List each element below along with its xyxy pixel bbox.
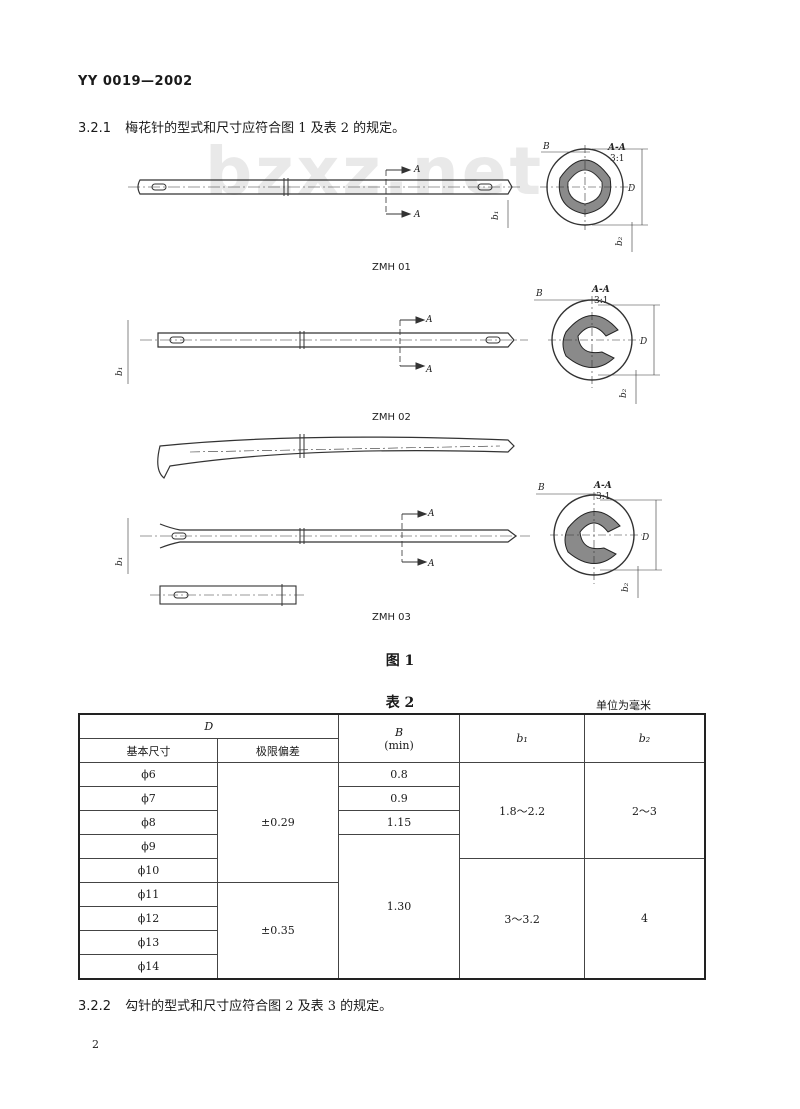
table-cell-b: 1.15 (337, 810, 461, 835)
clause-text: 勾针的型式和尺寸应符合图 2 及表 3 的规定。 (125, 999, 393, 1014)
header-b-min: (min) (384, 738, 414, 752)
section-marker-a: A (413, 165, 421, 175)
table-cell-b2: 4 (583, 858, 706, 980)
header-basic-size: 基本尺寸 (78, 738, 219, 763)
dim-b1-label: b₁ (115, 367, 125, 376)
table-cell-basic: ϕ12 (78, 906, 219, 931)
dim-d-label: D (639, 337, 647, 347)
zmh02-needle: A A b₁ (115, 315, 528, 384)
zmh02-section: A-A 3:1 B D b₂ (534, 285, 660, 404)
caption-zmh01: ZMH 01 (372, 262, 411, 273)
standard-number: YY 0019—2002 (78, 74, 193, 89)
table-cell-basic: ϕ14 (78, 954, 219, 980)
zmh01-section: A-A 3:1 B D b₂ (540, 142, 648, 252)
figure-label: 图 1 (385, 653, 415, 669)
section-marker-a: A (427, 559, 435, 569)
dim-b1-label: b₁ (115, 557, 125, 566)
zmh01-needle: A A b₁ (128, 165, 522, 228)
table-cell-b1: 1.8～2.2 (459, 762, 585, 859)
zmh03-section: A-A 3:1 B D b₂ (536, 481, 662, 598)
table-cell-tolerance: ±0.35 (217, 882, 339, 980)
table-cell-basic: ϕ10 (78, 858, 219, 883)
dim-b-label: B (537, 483, 545, 493)
table-cell-basic: ϕ8 (78, 810, 219, 835)
section-title: A-A (607, 143, 626, 153)
dim-b2-label: b₂ (619, 388, 629, 398)
header-b: B (min) (337, 713, 461, 763)
table-cell-b: 0.9 (337, 786, 461, 811)
table-cell-b1: 3～3.2 (459, 858, 585, 980)
table-2: D B (min) b₁ b₂ 基本尺寸 极限偏差 ϕ6 ±0.29 0.8 1… (78, 713, 706, 980)
clause-3-2-2: 3.2.2 勾针的型式和尺寸应符合图 2 及表 3 的规定。 (78, 995, 392, 1014)
zmh03-side-view (157, 434, 515, 479)
section-scale: 3:1 (610, 154, 624, 164)
section-marker-a: A (425, 315, 433, 325)
table-unit: 单位为毫米 (596, 699, 651, 712)
header-b1: b₁ (459, 713, 585, 763)
zmh03-needle: A A b₁ (115, 509, 530, 606)
table-cell-tolerance: ±0.29 (217, 762, 339, 883)
section-title: A-A (593, 481, 612, 491)
table-cell-basic: ϕ7 (78, 786, 219, 811)
section-marker-a: A (413, 210, 421, 220)
figure-1-drawing: A A b₁ A-A 3:1 B D b₂ ZMH 01 A (115, 142, 662, 623)
table-cell-basic: ϕ9 (78, 834, 219, 859)
clause-text: 梅花针的型式和尺寸应符合图 1 及表 2 的规定。 (125, 121, 406, 136)
dim-b1-label: b₁ (491, 211, 501, 220)
table-cell-basic: ϕ13 (78, 930, 219, 955)
header-tolerance: 极限偏差 (217, 738, 339, 763)
table-cell-b2: 2～3 (583, 762, 706, 859)
dim-b2-label: b₂ (621, 582, 631, 592)
watermark: bzxz.net (205, 133, 545, 210)
table-title: 表 2 (385, 695, 415, 711)
page-number: 2 (92, 1038, 99, 1051)
header-b2: b₂ (583, 713, 706, 763)
section-scale: 3:1 (596, 492, 610, 502)
clause-number: 3.2.1 (78, 121, 112, 136)
section-marker-a: A (425, 365, 433, 375)
clause-number: 3.2.2 (78, 999, 112, 1014)
table-cell-basic: ϕ6 (78, 762, 219, 787)
header-b-symbol: B (394, 725, 404, 739)
section-title: A-A (591, 285, 610, 295)
clause-3-2-1: 3.2.1 梅花针的型式和尺寸应符合图 1 及表 2 的规定。 (78, 117, 405, 136)
dim-b2-label: b₂ (615, 236, 625, 246)
dim-d-label: D (641, 533, 649, 543)
dim-b-label: B (535, 289, 543, 299)
table-cell-basic: ϕ11 (78, 882, 219, 907)
table-cell-b: 0.8 (337, 762, 461, 787)
caption-zmh03: ZMH 03 (372, 612, 411, 623)
dim-d-label: D (627, 184, 635, 194)
header-d: D (78, 713, 339, 739)
dim-b-label: B (542, 142, 550, 152)
table-cell-b: 1.30 (337, 834, 461, 980)
caption-zmh02: ZMH 02 (372, 412, 411, 423)
section-marker-a: A (427, 509, 435, 519)
